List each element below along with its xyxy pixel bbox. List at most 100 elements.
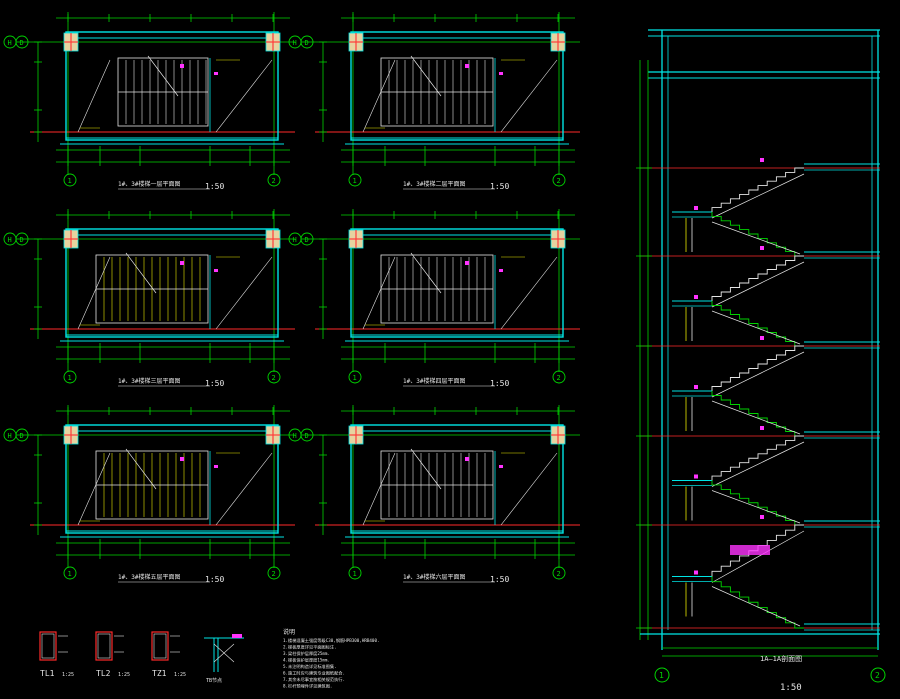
note-line: 3.梁柱保护层厚度25mm.	[283, 650, 330, 657]
slab-diagonal	[362, 256, 396, 330]
axis-bubble-icon	[348, 566, 362, 580]
axis-bubble-icon	[267, 173, 281, 187]
detail-label: TL1	[40, 669, 55, 678]
axis-bubble-icon	[654, 667, 670, 683]
axis-bubble-right: 2	[557, 570, 561, 578]
stair-flight-profile	[711, 167, 804, 212]
axis-bubble-bottom: D	[305, 39, 309, 47]
plan-scale: 1:50	[490, 379, 509, 388]
section-axis-left: 1	[654, 667, 670, 683]
detail-scale: 1:25	[174, 672, 186, 678]
stair-soffit	[711, 221, 801, 255]
axis-bubble-top: H	[8, 236, 12, 244]
rebar-annotation-mark	[214, 269, 218, 272]
stair-wall-outline	[65, 424, 279, 534]
axis-bubble-top: H	[293, 39, 297, 47]
rebar-annotation-mark	[499, 269, 503, 272]
detail-2: TL2 1:25	[95, 631, 130, 678]
stair-flight-profile	[711, 435, 804, 481]
axis-bubble-bottom: D	[305, 432, 309, 440]
stair-soffit	[711, 490, 801, 524]
axis-bubble-right: 2	[557, 177, 561, 185]
slab-diagonal	[500, 452, 558, 526]
plan-title: 1#、3#楼梯一层平面图	[118, 180, 180, 188]
stair-soffit	[711, 173, 805, 219]
rebar-annotation-mark	[180, 261, 184, 265]
axis-bubble-right: 2	[272, 374, 276, 382]
detail-rebar-outline	[95, 631, 113, 661]
axis-bubble-top: H	[8, 432, 12, 440]
stair-soffit	[711, 530, 805, 583]
section-annotation-block	[730, 545, 770, 555]
stair-wall-outline	[350, 424, 564, 534]
detail-3: TZ1 1:25	[151, 631, 186, 678]
level-annotation-mark	[760, 336, 764, 340]
slab-diagonal	[362, 59, 396, 133]
rebar-annotation-mark	[499, 72, 503, 75]
axis-bubble-bottom: D	[20, 39, 24, 47]
level-annotation-mark	[760, 426, 764, 430]
level-annotation-mark	[760, 158, 764, 162]
section-axis-left-label: 1	[659, 671, 664, 680]
axis-bubble-left: 1	[68, 374, 72, 382]
stair-break-line	[125, 252, 157, 294]
axis-bubble-bottom: D	[305, 236, 309, 244]
section-title: 1A—1A剖面图	[760, 654, 802, 663]
rebar-annotation-mark	[180, 457, 184, 461]
level-annotation-mark	[694, 295, 698, 299]
axis-bubble-icon	[63, 173, 77, 187]
detail-section-outline	[41, 633, 55, 659]
stair-break-line	[410, 252, 442, 294]
section-scale: 1:50	[780, 683, 802, 693]
axis-bubble-left: 1	[353, 570, 357, 578]
detail-label: TZ1	[152, 669, 167, 678]
slab-diagonal	[362, 452, 396, 526]
rebar-annotation-mark	[465, 261, 469, 265]
axis-bubble-bottom: D	[20, 236, 24, 244]
plan-scale: 1:50	[205, 379, 224, 388]
axis-bubble-icon	[267, 566, 281, 580]
note-line: 5.未注明构造详见标准图集.	[283, 663, 337, 670]
level-annotation-mark	[694, 206, 698, 210]
stair-flight-profile	[711, 480, 804, 526]
notes-title: 说明	[283, 628, 295, 636]
plan-title: 1#、3#楼梯五层平面图	[118, 573, 180, 581]
axis-bubble-top: H	[293, 432, 297, 440]
axis-bubble-right: 2	[272, 570, 276, 578]
rebar-annotation-mark	[499, 465, 503, 468]
plan-title: 1#、3#楼梯六层平面图	[403, 573, 465, 581]
detail-rebar-outline	[39, 631, 57, 661]
stair-soffit	[711, 351, 805, 398]
axis-bubble-icon	[552, 173, 566, 187]
axis-bubble-icon	[552, 566, 566, 580]
detail-scale: 1:25	[118, 672, 130, 678]
detail-rebar-outline	[151, 631, 169, 661]
detail-4: TB节点	[204, 634, 244, 684]
detail-label: TB节点	[206, 678, 222, 684]
rebar-annotation-mark	[214, 465, 218, 468]
stair-flight-profile	[711, 255, 804, 301]
axis-bubble-icon	[348, 173, 362, 187]
note-line: 4.梯板保护层厚度15mm.	[283, 657, 330, 664]
level-annotation-mark	[760, 515, 764, 519]
stair-break-line	[125, 448, 157, 490]
stair-flight-profile	[711, 576, 804, 629]
stair-soffit	[711, 441, 805, 487]
plan-scale: 1:50	[205, 575, 224, 584]
design-notes: 说明 1.楼梯混凝土强度等级C30,钢筋HPB300,HRB400.2.梯板厚度…	[283, 628, 380, 690]
stair-soffit	[711, 310, 801, 345]
level-annotation-mark	[694, 474, 698, 479]
axis-bubble-left: 1	[353, 374, 357, 382]
plan-title: 1#、3#楼梯二层平面图	[403, 180, 465, 188]
slab-diagonal	[500, 59, 558, 133]
level-annotation-mark	[694, 385, 698, 389]
detail-label: TL2	[96, 669, 111, 678]
